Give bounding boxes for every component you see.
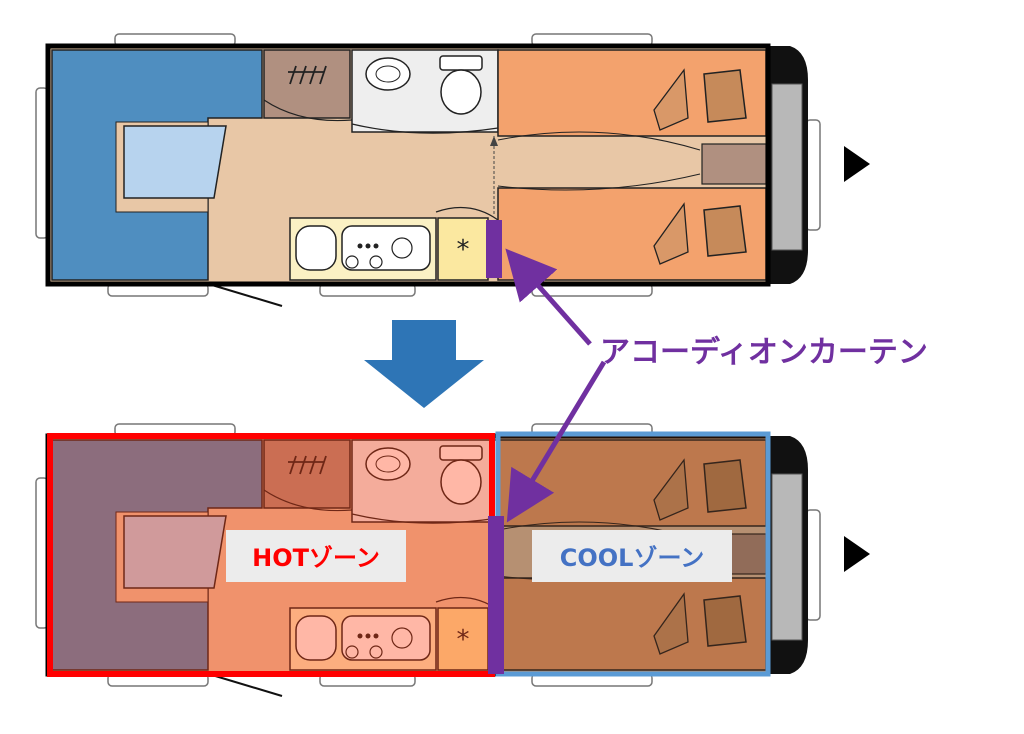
callout-arrow-top	[505, 248, 592, 346]
accordion-curtain-top	[486, 220, 502, 278]
accordion-curtain-bottom	[488, 516, 504, 674]
floorplan-after	[36, 424, 870, 696]
hot-zone-label: HOTゾーン	[226, 530, 406, 582]
cool-zone-text: COOLゾーン	[560, 544, 705, 572]
hot-zone-text: HOTゾーン	[252, 544, 380, 572]
accordion-curtain-label: アコーディオンカーテン	[600, 335, 928, 370]
cool-zone-label: COOLゾーン	[532, 530, 732, 582]
down-arrow-icon	[364, 320, 484, 408]
callout-arrow-bottom	[506, 360, 607, 523]
floorplan-before	[36, 34, 870, 306]
